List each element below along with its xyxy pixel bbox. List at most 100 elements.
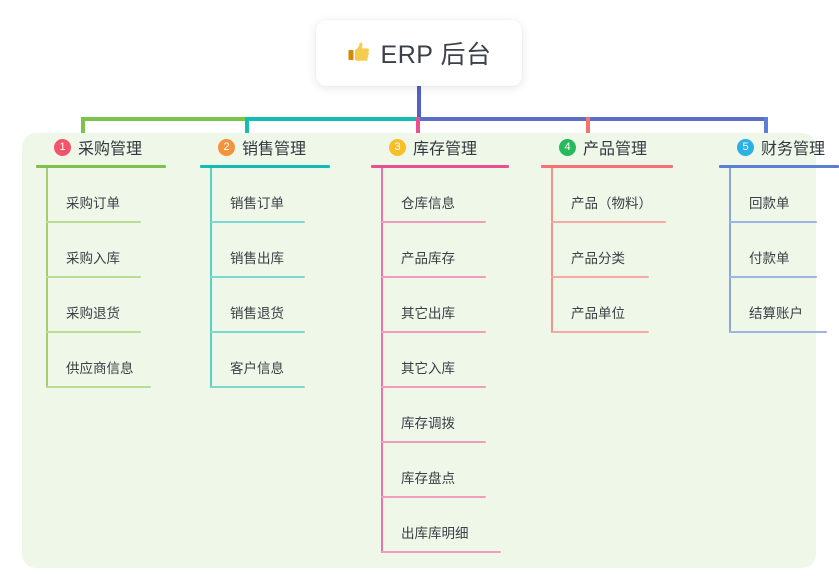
list-item[interactable]: 出库库明细 <box>371 498 531 553</box>
column-items-5: 回款单 付款单 结算账户 <box>719 168 839 333</box>
column-spine-1 <box>46 168 48 388</box>
column-sales: 2 销售管理 销售订单 销售出库 销售退货 客户信息 <box>200 133 360 388</box>
item-label: 结算账户 <box>749 306 803 321</box>
column-title-3: 库存管理 <box>413 141 478 158</box>
column-badge-4: 4 <box>559 138 576 156</box>
column-title-5: 财务管理 <box>761 141 826 158</box>
item-underline <box>551 221 666 223</box>
list-item[interactable]: 库存盘点 <box>371 443 531 498</box>
column-spine-2 <box>210 168 212 388</box>
item-underline <box>46 221 141 223</box>
column-header-1[interactable]: 1 采购管理 <box>36 133 196 161</box>
item-label: 仓库信息 <box>401 196 455 211</box>
item-underline <box>381 551 501 553</box>
list-item[interactable]: 产品分类 <box>541 223 701 278</box>
diagram-panel: 1 采购管理 采购订单 采购入库 采购退货 供应商信息 <box>22 133 839 568</box>
list-item[interactable]: 客户信息 <box>200 333 360 388</box>
item-label: 销售出库 <box>230 251 284 266</box>
item-label: 采购订单 <box>66 196 120 211</box>
item-label: 销售订单 <box>230 196 284 211</box>
list-item[interactable]: 采购订单 <box>36 168 196 223</box>
column-header-2[interactable]: 2 销售管理 <box>200 133 360 161</box>
item-label: 客户信息 <box>230 361 284 376</box>
column-title-1: 采购管理 <box>78 141 143 158</box>
list-item[interactable]: 其它入库 <box>371 333 531 388</box>
item-underline <box>381 276 486 278</box>
list-item[interactable]: 结算账户 <box>719 278 839 333</box>
item-underline <box>210 386 305 388</box>
item-underline <box>210 331 305 333</box>
column-items-2: 销售订单 销售出库 销售退货 客户信息 <box>200 168 360 388</box>
column-items-4: 产品（物料） 产品分类 产品单位 <box>541 168 701 333</box>
root-node-card[interactable]: ERP 后台 <box>316 20 522 86</box>
item-label: 其它入库 <box>401 361 455 376</box>
item-underline <box>551 331 649 333</box>
list-item[interactable]: 产品（物料） <box>541 168 701 223</box>
item-underline <box>381 496 486 498</box>
column-title-4: 产品管理 <box>583 141 648 158</box>
column-spine-4 <box>551 168 553 333</box>
item-label: 库存盘点 <box>401 471 455 486</box>
list-item[interactable]: 产品单位 <box>541 278 701 333</box>
item-label: 采购退货 <box>66 306 120 321</box>
column-inventory: 3 库存管理 仓库信息 产品库存 其它出库 其它入库 库存调拨 <box>371 133 531 553</box>
column-header-4[interactable]: 4 产品管理 <box>541 133 701 161</box>
column-underline-4 <box>541 165 673 168</box>
column-badge-2: 2 <box>218 138 235 156</box>
column-underline-5 <box>719 165 839 168</box>
column-badge-5: 5 <box>737 138 754 156</box>
item-label: 出库库明细 <box>401 526 469 541</box>
list-item[interactable]: 销售出库 <box>200 223 360 278</box>
item-label: 销售退货 <box>230 306 284 321</box>
item-underline <box>210 221 305 223</box>
item-underline <box>729 221 817 223</box>
root-title: ERP 后台 <box>380 41 492 69</box>
column-items-3: 仓库信息 产品库存 其它出库 其它入库 库存调拨 库存盘点 <box>371 168 531 553</box>
column-badge-1: 1 <box>54 138 71 156</box>
item-label: 产品分类 <box>571 251 625 266</box>
item-label: 产品（物料） <box>571 196 652 211</box>
column-badge-3: 3 <box>389 138 406 156</box>
item-label: 库存调拨 <box>401 416 455 431</box>
column-spine-5 <box>729 168 731 333</box>
item-underline <box>210 276 305 278</box>
item-underline <box>381 221 486 223</box>
column-header-5[interactable]: 5 财务管理 <box>719 133 839 161</box>
column-items-1: 采购订单 采购入库 采购退货 供应商信息 <box>36 168 196 388</box>
item-underline <box>46 331 141 333</box>
item-label: 产品库存 <box>401 251 455 266</box>
item-underline <box>381 331 486 333</box>
list-item[interactable]: 付款单 <box>719 223 839 278</box>
column-header-3[interactable]: 3 库存管理 <box>371 133 531 161</box>
item-underline <box>46 276 141 278</box>
column-underline-2 <box>200 165 330 168</box>
column-finance: 5 财务管理 回款单 付款单 结算账户 <box>719 133 839 333</box>
column-spine-3 <box>381 168 383 553</box>
item-underline <box>729 331 827 333</box>
item-label: 采购入库 <box>66 251 120 266</box>
item-label: 产品单位 <box>571 306 625 321</box>
item-underline <box>46 386 151 388</box>
list-item[interactable]: 销售退货 <box>200 278 360 333</box>
item-label: 回款单 <box>749 196 790 211</box>
list-item[interactable]: 供应商信息 <box>36 333 196 388</box>
list-item[interactable]: 产品库存 <box>371 223 531 278</box>
list-item[interactable]: 仓库信息 <box>371 168 531 223</box>
list-item[interactable]: 其它出库 <box>371 278 531 333</box>
list-item[interactable]: 销售订单 <box>200 168 360 223</box>
column-title-2: 销售管理 <box>242 141 307 158</box>
item-underline <box>729 276 817 278</box>
list-item[interactable]: 采购入库 <box>36 223 196 278</box>
item-label: 其它出库 <box>401 306 455 321</box>
item-underline <box>551 276 649 278</box>
list-item[interactable]: 回款单 <box>719 168 839 223</box>
item-underline <box>381 386 486 388</box>
column-underline-3 <box>371 165 509 168</box>
column-procurement: 1 采购管理 采购订单 采购入库 采购退货 供应商信息 <box>36 133 196 388</box>
thumbs-up-icon <box>347 40 371 68</box>
item-underline <box>381 441 486 443</box>
list-item[interactable]: 采购退货 <box>36 278 196 333</box>
column-product: 4 产品管理 产品（物料） 产品分类 产品单位 <box>541 133 701 333</box>
list-item[interactable]: 库存调拨 <box>371 388 531 443</box>
column-underline-1 <box>36 165 166 168</box>
